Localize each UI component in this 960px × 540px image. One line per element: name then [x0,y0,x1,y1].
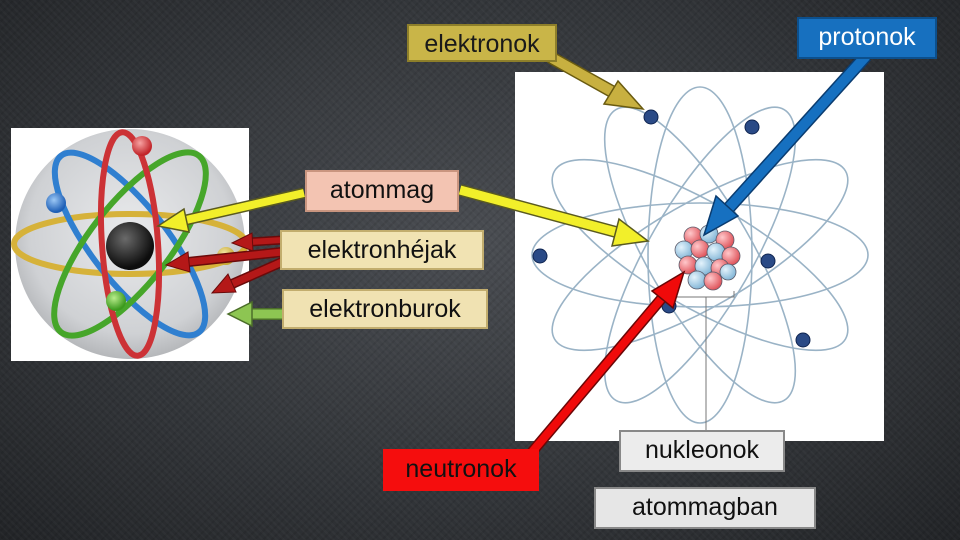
electron-green [106,291,126,311]
elektronhejak-arrows [164,232,285,294]
label-neutronok: neutronok [383,449,539,491]
electron-dot [643,109,659,125]
electron-dot [744,119,760,135]
label-protonok: protonok [797,17,937,59]
label-nukleonok: nukleonok [619,430,785,472]
orbit-ellipse [603,106,797,404]
atommag-arrows [156,184,650,247]
orbit-ellipse [603,106,797,404]
electron-dots [532,109,811,348]
electron-dot [760,253,776,269]
label-elektronhejak: elektronhéjak [280,230,484,270]
electron-blue [46,193,66,213]
label-atommagban: atommagban [594,487,816,529]
orbit-ellipse [551,158,849,352]
label-elektronburok: elektronburok [282,289,488,329]
elektronok-arrow [545,51,645,110]
electron-dot [532,248,548,264]
atom-3d-model [11,129,249,359]
electron-red [132,136,152,156]
electron-dot [795,332,811,348]
elektronburok-arrow [226,300,284,328]
orbit-ellipse [531,202,869,308]
label-elektronok: elektronok [407,24,557,62]
neutronok-arrow [527,270,686,456]
orbit-ellipse [647,86,753,424]
orbit-blue [51,149,209,339]
nucleus-cluster [674,224,741,291]
protonok-arrow [702,51,871,237]
orbit-diagram [531,86,869,424]
nucleus-ball [106,222,154,270]
orbit-red [97,129,163,359]
label-atommag: atommag [305,170,459,212]
